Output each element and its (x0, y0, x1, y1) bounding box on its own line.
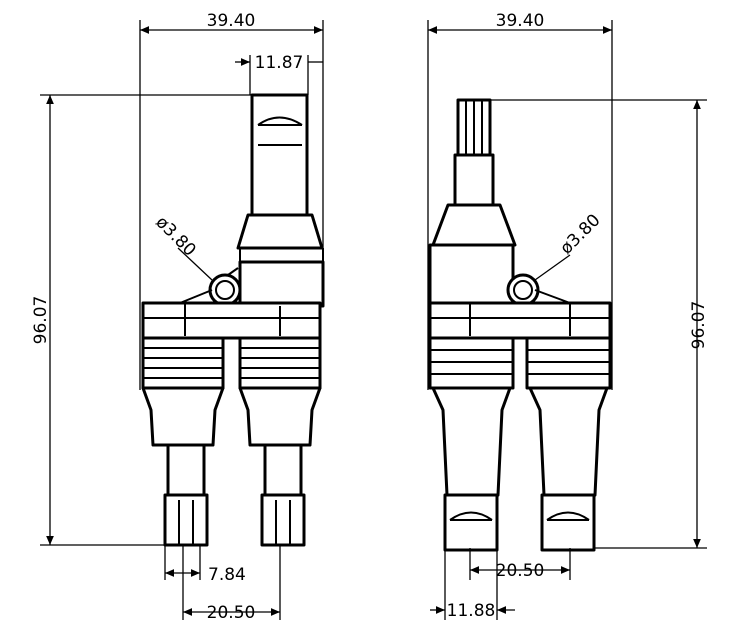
right-width-dimension: 39.40 (496, 11, 545, 31)
left-connector-outline (141, 93, 325, 547)
right-leg-width-dimension: 11.88 (447, 601, 496, 621)
right-view: 39.40 96.07 ø3.80 20.50 11.88 (427, 11, 709, 621)
right-connector-outline (428, 98, 612, 552)
left-pin-spacing-dimension: 7.84 (208, 565, 246, 585)
left-leg-spacing-dimension: 20.50 (207, 603, 256, 623)
right-leg-spacing-dimension: 20.50 (496, 561, 545, 581)
left-view: 39.40 11.87 96.07 ø3.80 7.84 20.50 (31, 11, 325, 623)
left-hole-dimension: ø3.80 (151, 212, 199, 260)
left-width-dimension: 39.40 (207, 11, 256, 31)
right-height-dimension: 96.07 (689, 301, 709, 350)
left-height-dimension: 96.07 (31, 296, 51, 345)
left-pin-width-dimension: 11.87 (255, 53, 304, 73)
right-hole-dimension: ø3.80 (556, 210, 604, 258)
